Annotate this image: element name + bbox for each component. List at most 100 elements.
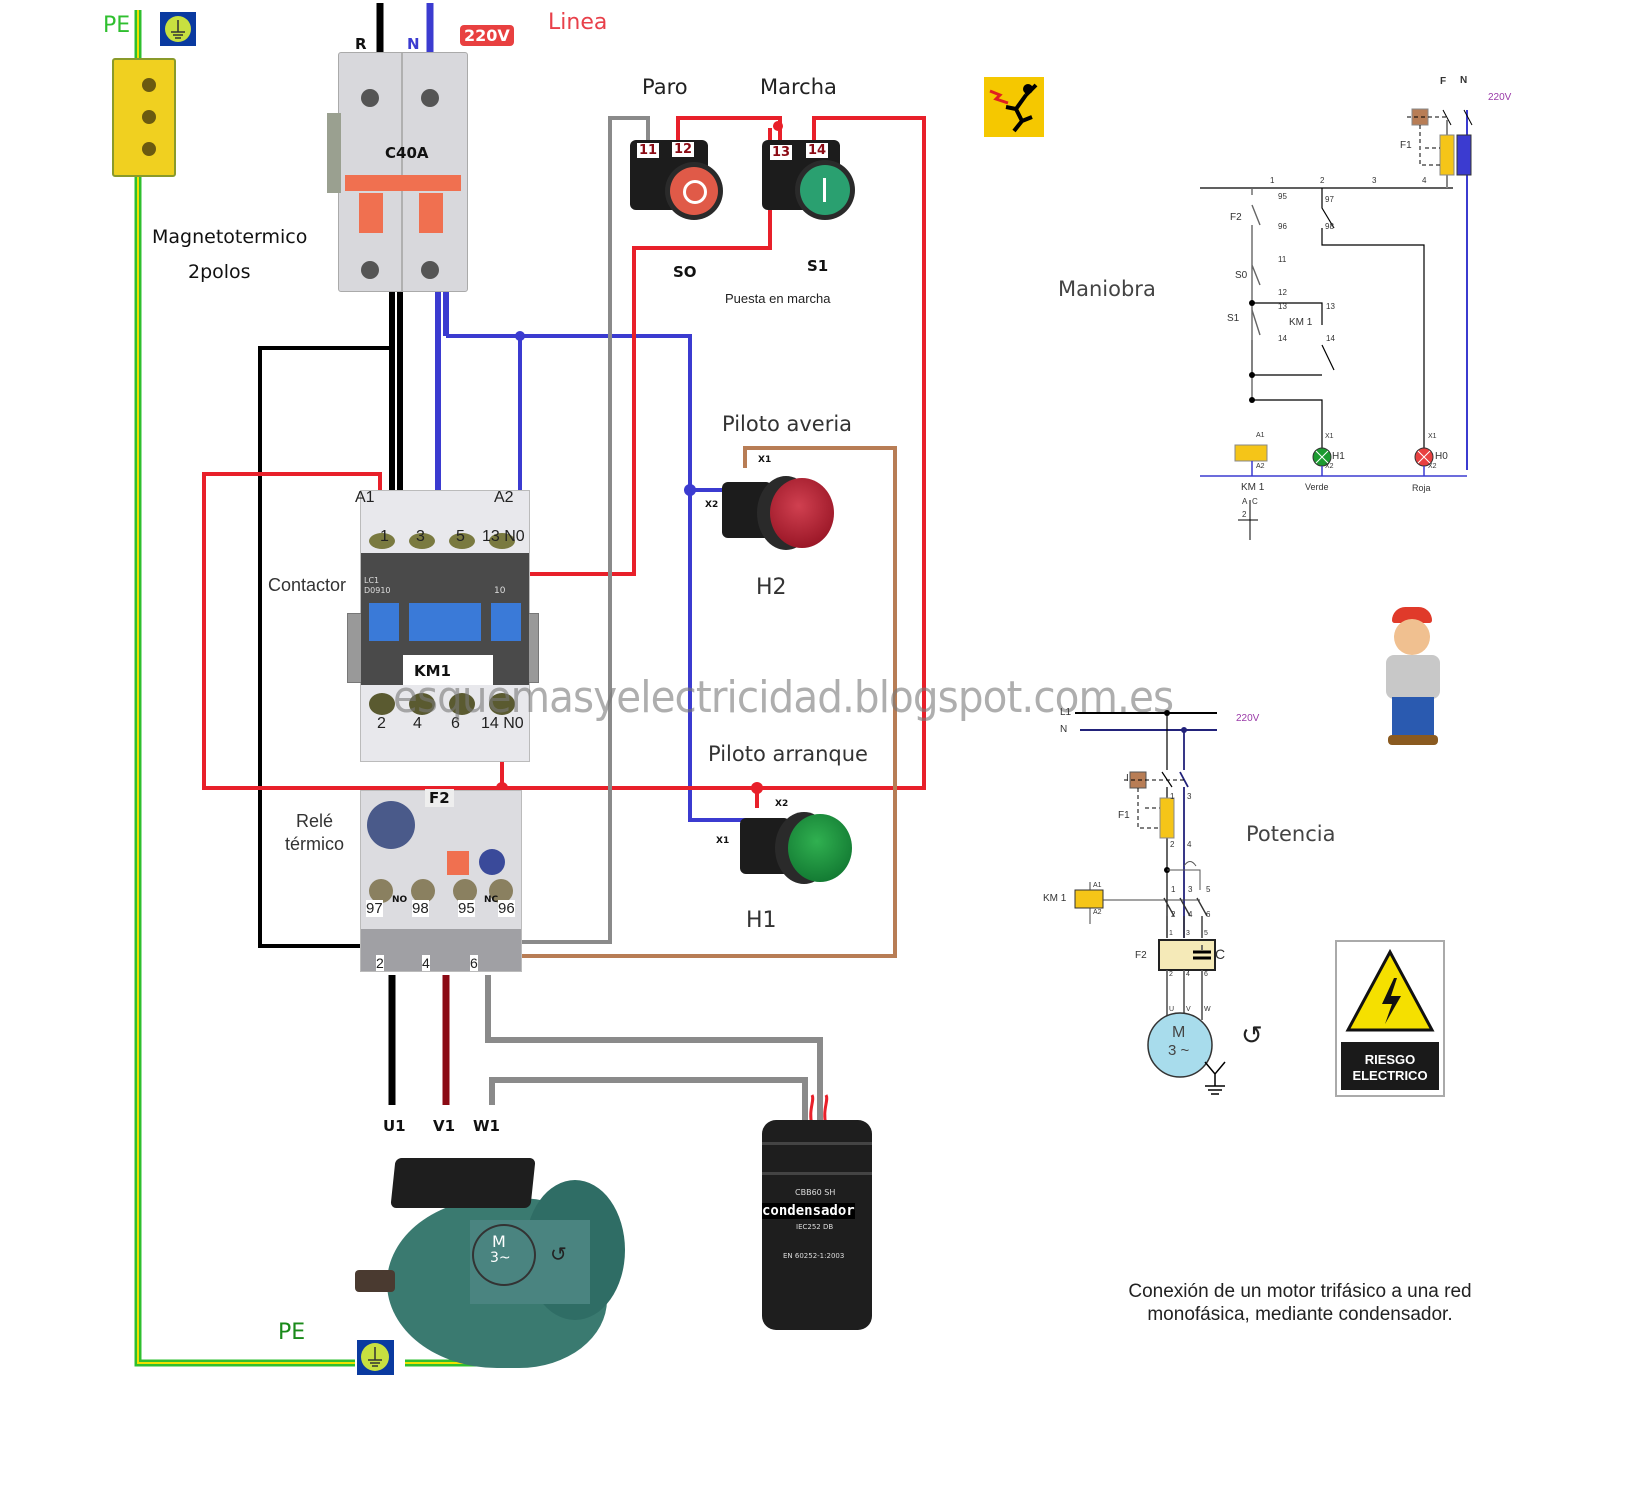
bus-2: 2 [1320, 176, 1325, 185]
phase-n-label: N [407, 35, 420, 53]
contactor-bottom-terminals: 2 4 6 14 N0 [377, 715, 537, 735]
s0-11: 11 [1278, 255, 1287, 264]
circuit-breaker [327, 52, 468, 292]
coil-km1-label: KM 1 [1241, 482, 1265, 493]
f1-label: F1 [1400, 140, 1412, 151]
f2-t6: 6 [1204, 971, 1208, 978]
breaker-subtitle: 2polos [188, 261, 251, 283]
breaker-rating: C40A [385, 144, 429, 162]
f1-t2: 2 [1170, 840, 1175, 849]
coil-a1: A1 [1256, 432, 1265, 439]
stop-button-tag: SO [673, 263, 697, 281]
km1-label-power: KM 1 [1043, 893, 1067, 904]
f1-t4: 4 [1187, 840, 1192, 849]
s0-12: 12 [1278, 288, 1287, 297]
relay-outputs: 2 4 6 [376, 955, 496, 975]
maniobra-labels: F N 220V F1 1 2 3 4 F2 95 96 97 98 S0 11… [1200, 70, 1520, 550]
terminal-2: 2 [377, 715, 386, 732]
f1-t3: 3 [1187, 792, 1192, 801]
l1-label: L1 [1060, 707, 1072, 718]
electric-shock-icon [984, 77, 1044, 137]
f2-t1: 1 [1169, 930, 1173, 937]
s1-13: 13 [1278, 302, 1287, 311]
relay-no-label: NO [392, 895, 408, 905]
contact-4: 4 [1188, 910, 1193, 919]
terminal-v1: V1 [433, 1117, 456, 1135]
supply-n: N [1460, 75, 1468, 86]
f2-t5: 5 [1204, 930, 1208, 937]
pilot-lamp-red [722, 470, 842, 560]
potencia-voltage: 220V [1236, 713, 1260, 724]
terminal-13: 13 [770, 145, 793, 160]
motor-symbol-phase: 3~ [490, 1250, 511, 1266]
capacitor-model: CBB60 SH [795, 1188, 836, 1197]
contact-5: 5 [1206, 885, 1211, 894]
rotation-icon: ↺ [550, 1242, 567, 1266]
wire-s0-s1 [676, 116, 782, 148]
voltage-badge: 220V [460, 25, 514, 46]
km1-aux-label: KM 1 [1289, 317, 1313, 328]
earth-symbol-icon [160, 12, 196, 46]
capacitor-c: C [1215, 946, 1226, 962]
breaker-title: Magnetotermico [152, 226, 308, 248]
motor-v: V [1186, 1006, 1191, 1013]
wire-control-loop [202, 116, 926, 790]
capacitor-std1: IEC252 DB [796, 1223, 834, 1231]
caption-line2: monofásica, mediante condensador. [1147, 1304, 1453, 1325]
buttons-caption: Puesta en marcha [725, 291, 831, 306]
earth-symbol-icon-bottom [357, 1340, 394, 1375]
h1-x2: X2 [1325, 463, 1334, 470]
contact-96: 96 [498, 900, 515, 917]
supply-voltage: 220V [1488, 92, 1512, 103]
capacitor-std2: EN 60252-1:2003 [783, 1252, 845, 1260]
wire-w1 [489, 1077, 808, 1122]
contact-98: 98 [412, 900, 429, 917]
table-row: 2 [1242, 510, 1247, 519]
pilot-start-title: Piloto arranque [708, 742, 868, 766]
maniobra-title: Maniobra [1058, 277, 1156, 301]
riesgo-electrico-sign: RIESGO ELECTRICO [1335, 940, 1445, 1097]
h1-tag: H1 [1332, 451, 1345, 462]
capacitor-label: condensador [762, 1203, 855, 1219]
f2-t3: 3 [1186, 930, 1190, 937]
motor-u: U [1169, 1006, 1175, 1013]
thermal-relay-f2 [360, 790, 522, 972]
output-4: 4 [422, 955, 430, 971]
table-a: A [1242, 497, 1248, 506]
rotation-icon-power: ↺ [1241, 1020, 1263, 1050]
bus-3: 3 [1372, 176, 1377, 185]
f1-label-power: F1 [1118, 810, 1130, 821]
pilot-start-x2: X2 [775, 799, 789, 809]
relay-tag: F2 [425, 789, 454, 807]
capacitor [762, 1120, 872, 1330]
terminal-w1: W1 [473, 1117, 500, 1135]
pilot-lamp-green [740, 810, 860, 900]
relay-contacts: 97 98 95 96 [366, 900, 526, 920]
terminal-11: 11 [637, 143, 660, 158]
s0-label: S0 [1235, 270, 1248, 281]
f2-label-power: F2 [1135, 950, 1147, 961]
wire-phase-to-relay [258, 346, 392, 948]
output-2: 2 [376, 955, 384, 971]
stop-push-button[interactable] [630, 140, 725, 225]
pilot-fault-tag: H2 [756, 575, 787, 600]
f2-97: 97 [1325, 195, 1334, 204]
phase-r-label: R [355, 35, 367, 53]
sign-line1: RIESGO [1364, 1052, 1416, 1067]
contact-97: 97 [366, 900, 383, 917]
motor-terminal-labels: U1 V1 W1 [383, 1117, 523, 1137]
motor-symbol: M 3~ ↺ [468, 1222, 578, 1302]
contactor-label: Contactor [268, 575, 347, 595]
motor-phase: 3 ~ [1168, 1042, 1190, 1059]
relay-label-line1: Relé [296, 811, 334, 831]
contactor-km1 [347, 490, 539, 762]
potencia-title: Potencia [1246, 822, 1336, 846]
f2-95: 95 [1278, 192, 1287, 201]
pe-label-bottom: PE [278, 1320, 306, 1345]
potencia-schematic [1074, 710, 1226, 1095]
f2-label: F2 [1230, 212, 1242, 223]
contact-3: 3 [1188, 885, 1193, 894]
pilot-fault-title: Piloto averia [722, 412, 853, 436]
h0-x2: X2 [1428, 463, 1437, 470]
start-button-tag: S1 [807, 257, 829, 275]
